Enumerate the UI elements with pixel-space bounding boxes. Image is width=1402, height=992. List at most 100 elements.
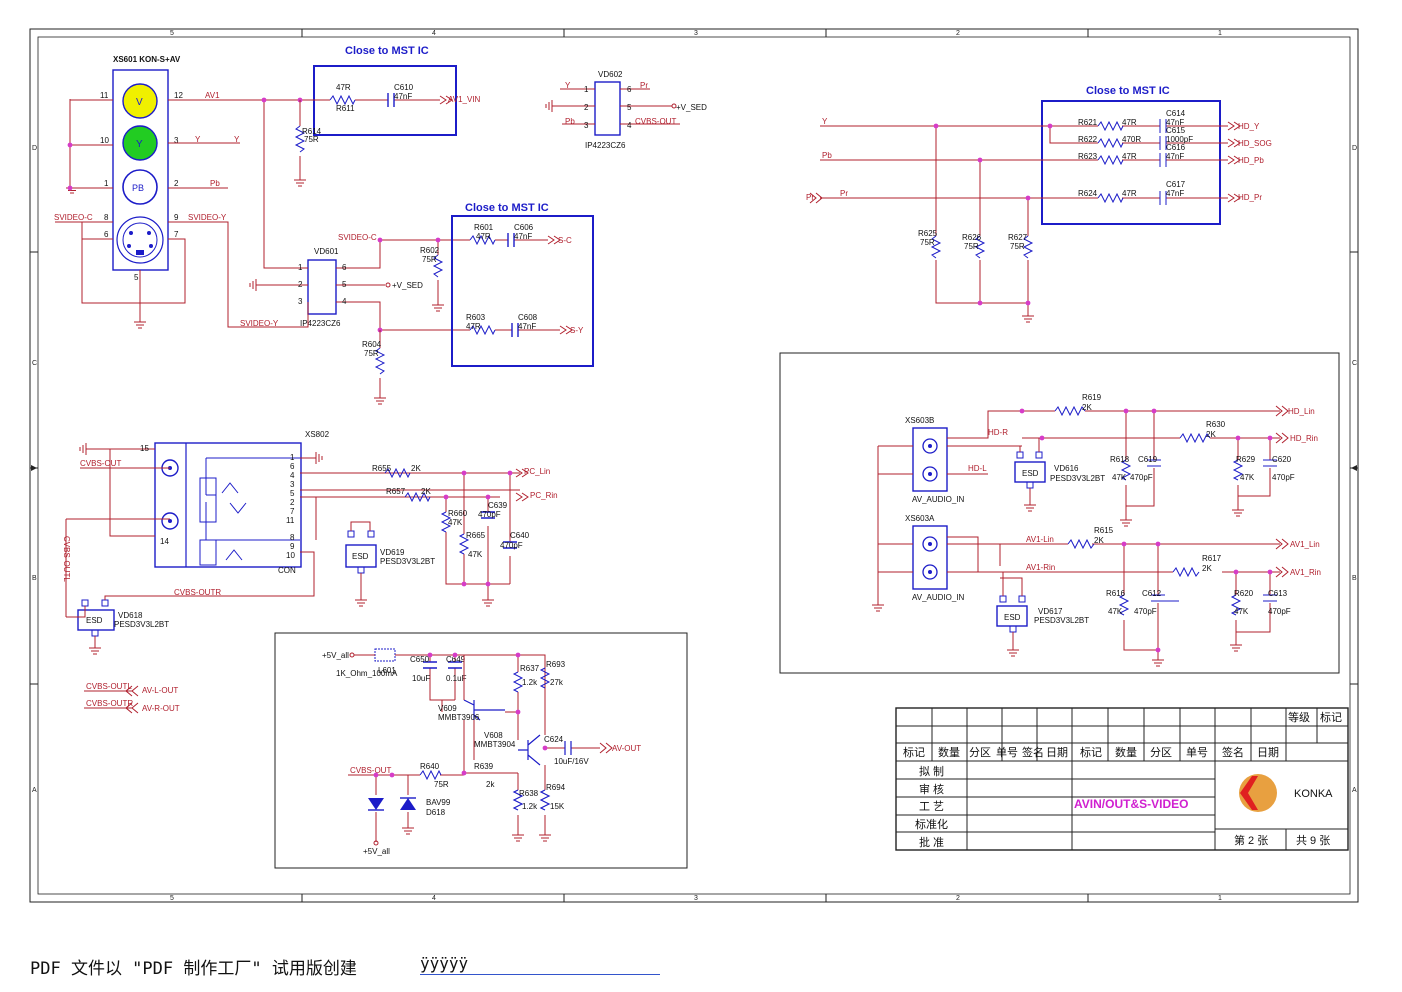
r603-value: 47R [466,322,481,331]
xs802-pin11: 11 [286,516,295,525]
r601-value: 47R [476,232,491,241]
zone-top-3: 3 [694,30,698,37]
r621-ref: R621 [1078,118,1098,127]
tb-row-5: 批 准 [919,835,944,849]
r620-ref: R620 [1234,589,1254,598]
xs802-pin3: 3 [290,480,295,489]
vd602-pin6: 6 [627,85,632,94]
d618-ref: D618 [426,808,446,817]
vd602-pin3: 3 [584,121,589,130]
xs601-pin-5: 5 [134,273,139,282]
hd-sog-out: HD_SOG [1238,139,1272,148]
hd-component-filter: Close to MST IC Y Pb Pr Pr R621 47R C614… [806,85,1272,323]
vd602-pin1: 1 [584,85,589,94]
r665-value: 47K [468,550,483,559]
pdf-footer-signature: ÿÿÿÿÿ [420,954,660,975]
r638-ref: R638 [519,789,539,798]
tb-col-9: 分区 [1150,746,1172,759]
r626-ref: R626 [962,233,982,242]
c606-value: 47nF [514,232,532,241]
zone-top-4: 4 [432,30,436,37]
xs601-pb-label: PB [132,183,144,193]
v609-ref: V609 [438,704,457,713]
r614-ref: R614 [302,127,322,136]
hd-title: Close to MST IC [1086,85,1170,97]
r625-value: 75R [920,238,935,247]
vd616-esd: ESD [1022,469,1039,478]
vd602-net-vsed: +V_SED [676,103,707,112]
xs601-pin-1: 1 [104,179,109,188]
av1-rin-out: AV1_Rin [1290,568,1321,577]
xs802-pin6: 6 [290,462,295,471]
xs802-pin14: 14 [160,537,169,546]
tb-title: AVIN/OUT&S-VIDEO [1074,797,1188,811]
xs802-pin10: 10 [286,551,295,560]
vd602-part: IP4223CZ6 [585,141,626,150]
tb-col-11: 签名 [1222,745,1244,759]
zone-side-d-right: D [1352,145,1357,152]
r621-value: 47R [1122,118,1137,127]
zone-bottom-2: 2 [956,895,960,902]
xs802-pin15: 15 [140,444,149,453]
c612-value: 470pF [1134,607,1157,616]
tb-col-3: 分区 [969,746,991,759]
tb-grade: 等级 [1288,710,1310,724]
r625-ref: R625 [918,229,938,238]
vd618-esd: ESD [86,616,103,625]
c619-value: 470pF [1130,473,1153,482]
vd601-pin1: 1 [298,263,303,272]
r660-value: 47K [448,518,463,527]
r614-value: 75R [304,135,319,144]
r618-ref: R618 [1110,455,1130,464]
c649-ref: C649 [446,655,466,664]
net-pb: Pb [210,179,220,188]
close-to-mst-block-2: Close to MST IC R601 47R C606 47nF S-C R… [362,202,594,405]
r619-ref: R619 [1082,393,1102,402]
r619-value: 2K [1082,403,1092,412]
tb-col-5: 签名 [1022,745,1044,759]
xs601-pin-6: 6 [104,230,109,239]
c649-value: 0.1uF [446,674,467,683]
c617-ref: C617 [1166,180,1186,189]
hd-row-2: R622 470R C615 1000pF HD_SOG [1078,126,1272,150]
hd-y-out: HD_Y [1238,122,1260,131]
xs601-pin-11: 11 [100,91,109,100]
vd618-ref: VD618 [118,611,143,620]
xs603a-avin: AV_AUDIO_IN [912,593,965,602]
close1-out: AV1_VIN [448,95,481,104]
r655-value: 2K [411,464,421,473]
r620-value: 47K [1234,607,1249,616]
close2-title: Close to MST IC [465,202,549,214]
zone-bottom-3: 3 [694,895,698,902]
c606-ref: C606 [514,223,534,232]
close1-r-ref: R611 [336,104,355,113]
r693-ref: R693 [546,660,566,669]
r640-ref: R640 [420,762,440,771]
xs601-y-label: Y [136,139,143,150]
vd602-pin2: 2 [584,103,589,112]
zone-top-2: 2 [956,30,960,37]
hd-r-net: HD-R [988,428,1008,437]
xs802-cvbs: CVBS-OUT [80,459,121,468]
vd602-ref: VD602 [598,70,623,79]
xs601-connector: XS601 KON-S+AV V Y PB 11 12 10 3 1 2 8 9… [54,55,300,329]
vd601-net-vsed: +V_SED [392,281,423,290]
avout-l-out: AV-L-OUT [142,686,178,695]
r622-value: 470R [1122,135,1141,144]
xs601-pin-8: 8 [104,213,109,222]
hd-row-4: R624 47R C617 47nF HD_Pr [1078,180,1262,205]
c613-value: 470pF [1268,607,1291,616]
c640-ref: C640 [510,531,530,540]
vd602-pin4: 4 [627,121,632,130]
vd602-net-cvbs: CVBS-OUT [635,117,676,126]
c608-value: 47nF [518,322,536,331]
c615-ref: C615 [1166,126,1186,135]
r640-value: 75R [434,780,449,789]
r627-ref: R627 [1008,233,1028,242]
tb-total: 共 9 张 [1296,834,1330,847]
net-svideo-y-2: SVIDEO-Y [240,319,279,328]
xs601-pin-7: 7 [174,230,179,239]
r618-value: 47K [1112,473,1127,482]
hd-rin-out: HD_Rin [1290,434,1318,443]
vd617-part: PESD3V3L2BT [1034,616,1089,625]
